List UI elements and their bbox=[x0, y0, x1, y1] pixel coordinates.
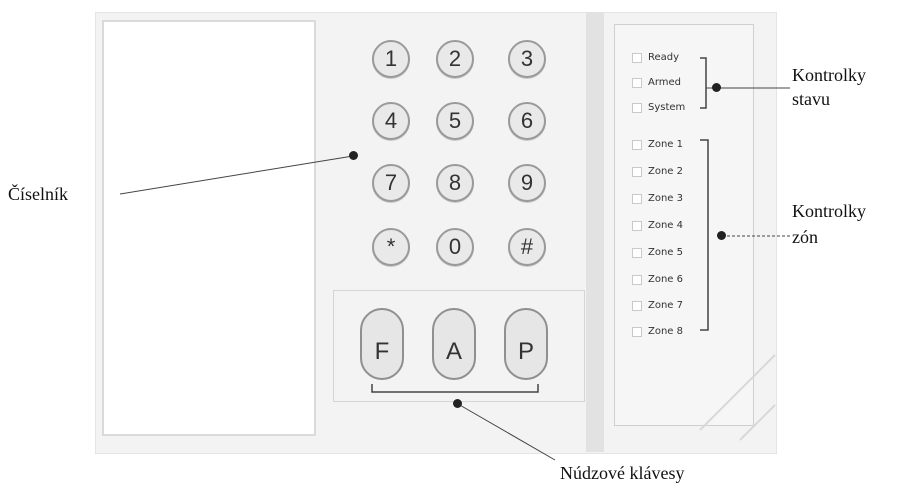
led-ready: Ready bbox=[632, 52, 679, 63]
key-star[interactable]: * bbox=[372, 228, 410, 266]
led-indicator bbox=[632, 193, 642, 204]
led-indicator bbox=[632, 52, 642, 63]
zones-bracket bbox=[700, 139, 709, 331]
led-label: Armed bbox=[648, 77, 682, 88]
led-indicator bbox=[632, 274, 642, 285]
key-2[interactable]: 2 bbox=[436, 40, 474, 78]
key-6[interactable]: 6 bbox=[508, 102, 546, 140]
keypad-callout: Číselník bbox=[8, 184, 69, 204]
led-zone-6: Zone 6 bbox=[632, 274, 683, 285]
led-label: Zone 5 bbox=[648, 247, 683, 258]
led-label: Ready bbox=[648, 52, 680, 63]
emergency-bracket bbox=[371, 384, 539, 393]
led-indicator bbox=[632, 247, 642, 258]
zones-callout-dot bbox=[717, 231, 726, 240]
led-indicator bbox=[632, 300, 642, 311]
led-label: Zone 1 bbox=[648, 139, 683, 150]
zones-callout-line1: Kontrolky bbox=[792, 201, 866, 221]
led-label: System bbox=[648, 102, 686, 113]
key-1[interactable]: 1 bbox=[372, 40, 410, 78]
key-a[interactable]: A bbox=[432, 308, 476, 380]
case-line bbox=[699, 354, 776, 431]
case-line bbox=[739, 404, 776, 441]
led-label: Zone 4 bbox=[648, 220, 683, 231]
led-label: Zone 2 bbox=[648, 166, 683, 177]
status-callout-line2: stavu bbox=[792, 89, 830, 109]
key-0[interactable]: 0 bbox=[436, 228, 474, 266]
key-9[interactable]: 9 bbox=[508, 164, 546, 202]
key-p[interactable]: P bbox=[504, 308, 548, 380]
led-indicator bbox=[632, 166, 642, 177]
led-zone-1: Zone 1 bbox=[632, 139, 683, 150]
led-label: Zone 6 bbox=[648, 274, 683, 285]
status-callout-dot bbox=[712, 83, 721, 92]
led-zone-8: Zone 8 bbox=[632, 326, 683, 337]
key-4[interactable]: 4 bbox=[372, 102, 410, 140]
keypad-leader bbox=[119, 155, 354, 195]
key-7[interactable]: 7 bbox=[372, 164, 410, 202]
led-zone-7: Zone 7 bbox=[632, 300, 683, 311]
status-callout-line1: Kontrolky bbox=[792, 65, 866, 85]
led-zone-3: Zone 3 bbox=[632, 193, 683, 204]
led-indicator bbox=[632, 102, 642, 113]
led-indicator bbox=[632, 326, 642, 337]
led-zone-5: Zone 5 bbox=[632, 247, 683, 258]
led-system: System bbox=[632, 102, 685, 113]
key-5[interactable]: 5 bbox=[436, 102, 474, 140]
key-3[interactable]: 3 bbox=[508, 40, 546, 78]
keypad-callout-dot bbox=[349, 151, 358, 160]
led-label: Zone 8 bbox=[648, 326, 683, 337]
zones-callout-line2: zón bbox=[792, 227, 818, 247]
key-hash[interactable]: # bbox=[508, 228, 546, 266]
led-indicator bbox=[632, 77, 642, 88]
led-zone-4: Zone 4 bbox=[632, 220, 683, 231]
led-zone-2: Zone 2 bbox=[632, 166, 683, 177]
led-label: Zone 3 bbox=[648, 193, 683, 204]
device-divider bbox=[586, 12, 604, 452]
emergency-callout-dot bbox=[453, 399, 462, 408]
key-8[interactable]: 8 bbox=[436, 164, 474, 202]
key-f[interactable]: F bbox=[360, 308, 404, 380]
status-bracket bbox=[700, 57, 707, 109]
led-indicator bbox=[632, 220, 642, 231]
led-label: Zone 7 bbox=[648, 300, 683, 311]
emergency-callout: Núdzové klávesy bbox=[560, 463, 685, 483]
led-armed: Armed bbox=[632, 77, 681, 88]
emergency-leader bbox=[457, 403, 556, 461]
led-indicator bbox=[632, 139, 642, 150]
display-window bbox=[102, 20, 316, 436]
